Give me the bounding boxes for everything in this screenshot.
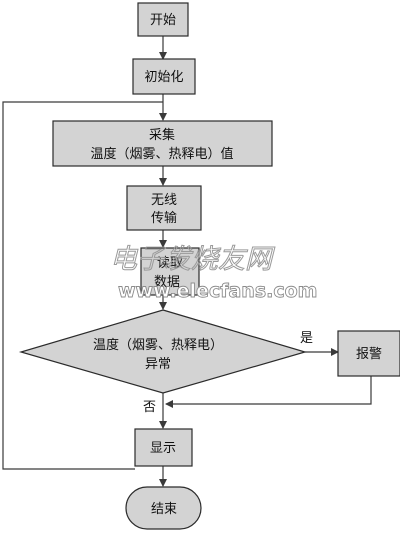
node-end-label: 结束	[151, 502, 177, 517]
watermark-url: www.elecfans.com	[118, 280, 317, 302]
node-decision: 温度（烟雾、热释电） 异常	[18, 309, 308, 394]
watermark-cn: 电子发烧友网	[110, 244, 275, 275]
edges	[2, 36, 372, 487]
node-start-label: 开始	[150, 13, 176, 28]
node-alarm: 报警	[337, 330, 400, 377]
edge-label-no: 否	[143, 400, 156, 415]
node-collect-line1: 采集	[149, 127, 175, 143]
node-alarm-label: 报警	[356, 346, 382, 362]
node-wireless: 无线 传输	[126, 185, 202, 231]
node-read: 读取 数据	[140, 247, 200, 296]
node-decision-line1: 温度（烟雾、热释电）	[93, 337, 223, 353]
watermark: 电子发烧友网 www.elecfans.com	[110, 244, 318, 303]
node-read-line2: 数据	[154, 275, 180, 290]
node-display-label: 显示	[150, 441, 176, 456]
node-wireless-line2: 传输	[151, 210, 177, 226]
node-display: 显示	[134, 428, 193, 467]
edge-label-yes: 是	[300, 331, 313, 346]
node-wireless-line1: 无线	[151, 193, 177, 208]
edge-loop-back	[2, 101, 163, 470]
node-init: 初始化	[132, 58, 196, 95]
edge-alarm-merge	[165, 376, 372, 408]
node-read-line1: 读取	[157, 256, 183, 271]
node-collect-line2: 温度（烟雾、热释电）值	[90, 146, 233, 162]
node-decision-line2: 异常	[145, 357, 171, 372]
node-init-label: 初始化	[144, 70, 183, 85]
node-start: 开始	[137, 2, 189, 37]
node-end: 结束	[125, 486, 202, 530]
node-collect: 采集 温度（烟雾、热释电）值	[52, 120, 273, 167]
